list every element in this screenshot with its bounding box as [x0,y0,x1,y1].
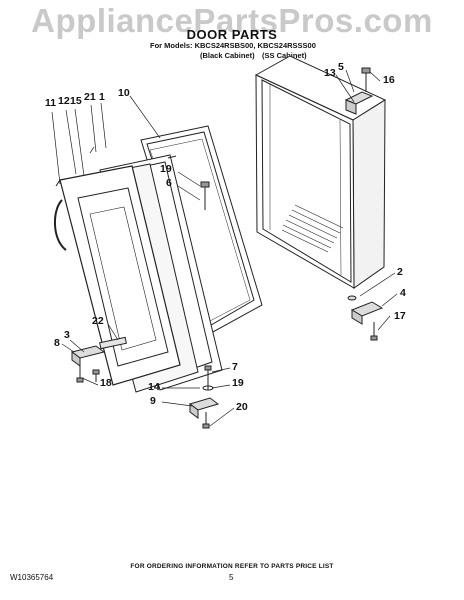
callout-3: 3 [64,329,70,341]
callout-6: 6 [166,177,172,189]
callout-19b: 19 [232,377,244,389]
callout-13: 13 [324,67,336,79]
document-number: W10365764 [10,573,54,582]
callout-1: 1 [99,91,105,103]
callout-15: 15 [70,95,82,107]
callout-5: 5 [338,61,344,73]
callout-11: 11 [45,97,57,109]
cabinet-vent [281,204,344,253]
callout-7: 7 [232,361,238,373]
callout-20: 20 [236,401,248,413]
callout-16: 16 [383,74,395,86]
callout-18: 18 [100,377,112,389]
hinge-bottom [188,365,220,429]
callout-10: 10 [118,87,130,99]
screw-gasket [200,181,210,210]
bracket-lower-right [347,295,384,341]
callout-21: 21 [84,91,96,103]
callout-17: 17 [394,310,406,322]
callout-2: 2 [397,266,403,278]
ordering-note: FOR ORDERING INFORMATION REFER TO PARTS … [130,563,334,570]
callout-12: 12 [58,95,70,107]
cabinet [254,55,387,289]
ss-cabinet-label: (SS Cabinet) [262,51,307,60]
callout-14: 14 [148,381,160,393]
leader-lines [51,69,398,427]
callout-19a: 19 [160,163,172,175]
hinge-bracket-left [70,345,106,383]
callout-8: 8 [54,337,60,349]
models-line: For Models: KBCS24RSBS00, KBCS24RSSS00 [150,41,316,50]
page-title: DOOR PARTS [186,27,278,42]
watermark: AppliancePartsPros.com [31,2,433,39]
door-outer-frame [54,165,181,386]
page-number: 5 [229,573,234,582]
black-cabinet-label: (Black Cabinet) [200,51,255,60]
callout-22: 22 [92,315,104,327]
callout-4: 4 [400,287,406,299]
callout-9: 9 [150,395,156,407]
